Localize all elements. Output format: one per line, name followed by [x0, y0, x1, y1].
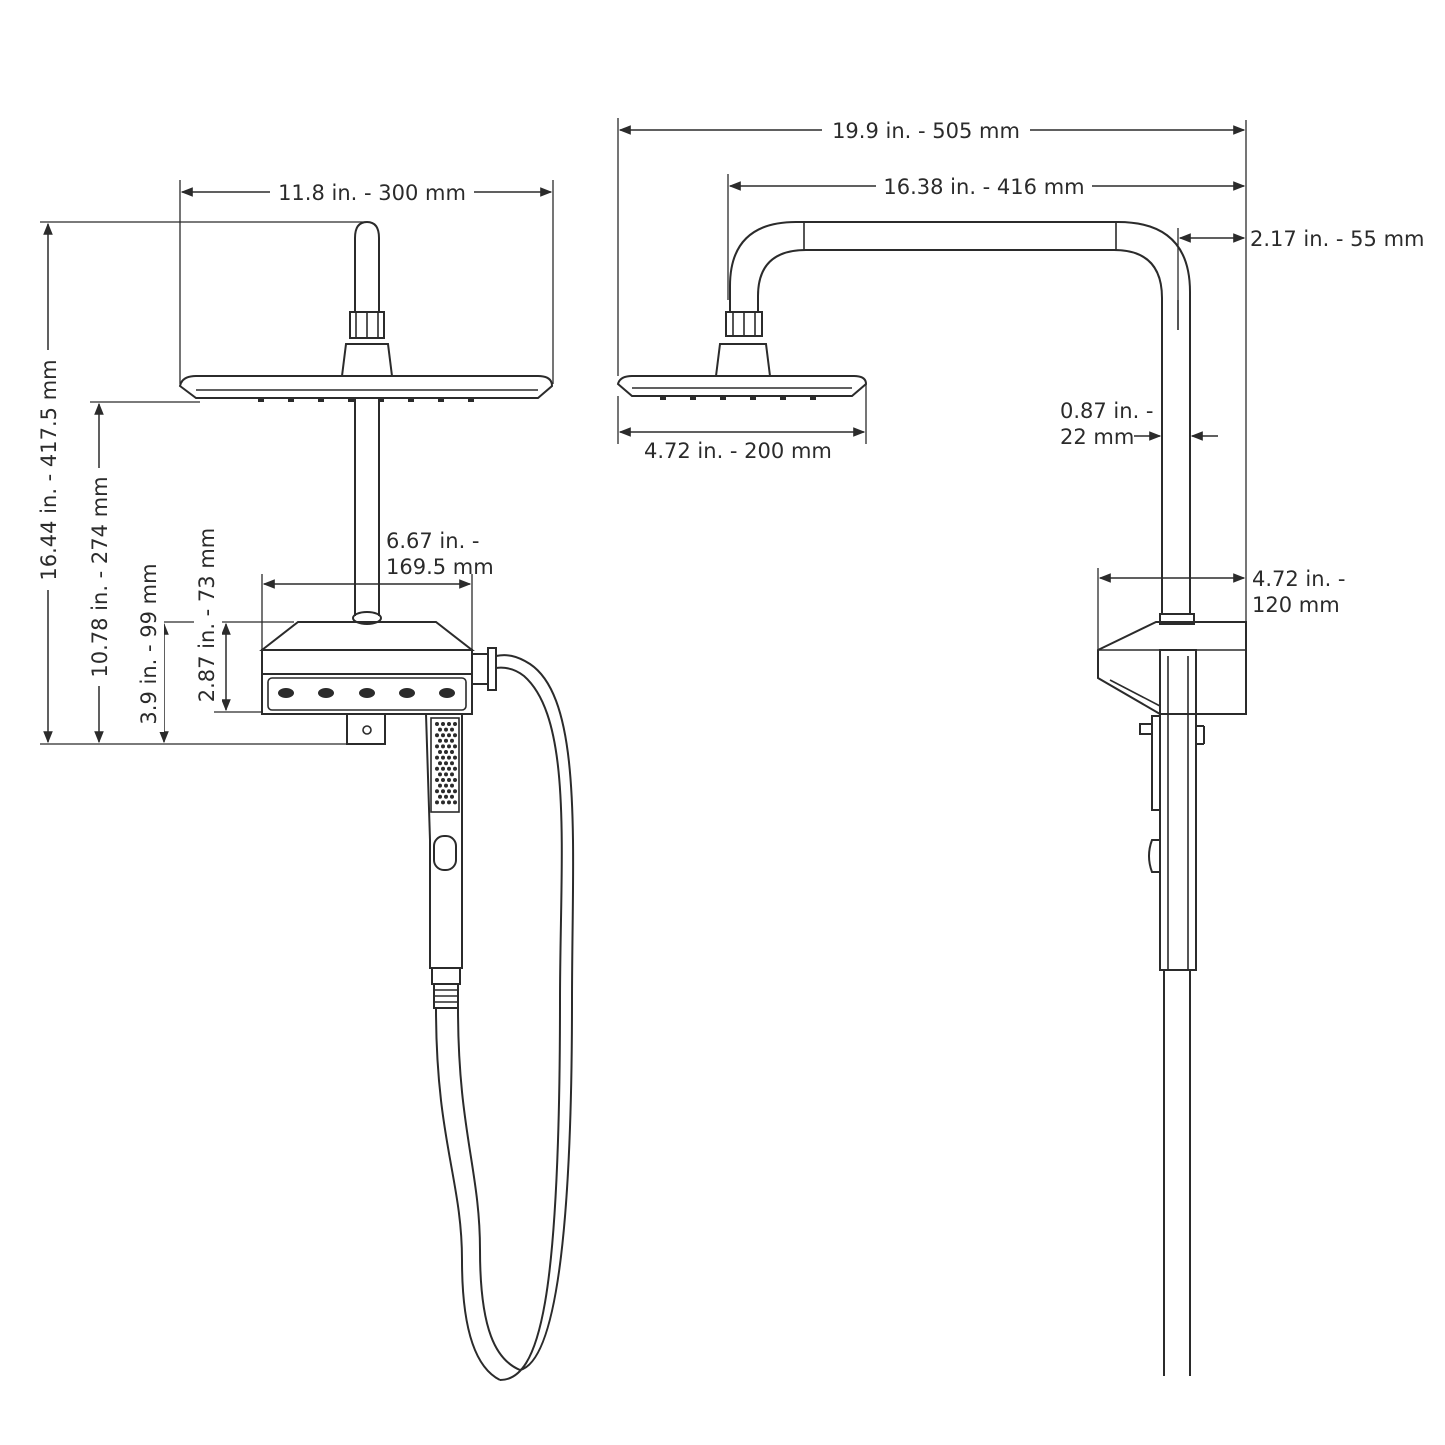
- front-riser-top: [354, 220, 380, 312]
- dim-side-arm-width: 16.38 in. - 416 mm: [883, 175, 1084, 199]
- hand-shower-nozzle: [444, 783, 448, 788]
- hand-shower-nozzle: [444, 794, 448, 799]
- dim-head-to-bottom: 10.78 in. - 274 mm: [88, 476, 112, 677]
- hand-shower-nozzle: [453, 800, 457, 805]
- hand-shower-nozzle: [444, 750, 448, 754]
- hand-shower-nozzle: [444, 738, 448, 743]
- hand-shower-nozzle: [441, 744, 445, 749]
- front-head-nozzles: [258, 398, 474, 402]
- hand-shower-nozzle: [438, 750, 442, 754]
- hand-shower-nozzle: [438, 794, 442, 799]
- side-head-nozzles: [660, 396, 816, 400]
- dim-side-head-width: 4.72 in. - 200 mm: [644, 439, 832, 463]
- dim-holder-body-height: 2.87 in. - 73 mm: [195, 528, 219, 703]
- side-hand-shower: [1159, 649, 1197, 971]
- hand-shower-nozzle: [438, 783, 442, 788]
- hand-shower-nozzle: [447, 800, 451, 805]
- hand-shower-nozzle: [435, 755, 439, 760]
- front-head-neck: [340, 343, 394, 377]
- front-hose-connector: [471, 653, 489, 685]
- hand-shower-button: [433, 835, 457, 871]
- hand-shower-nozzle: [450, 727, 454, 732]
- side-view: [616, 221, 1247, 1376]
- hand-shower-nozzle: [447, 755, 451, 760]
- hand-shower-nozzle: [447, 744, 451, 749]
- hand-shower-nozzle: [435, 733, 439, 738]
- hand-shower-nozzle: [435, 800, 439, 805]
- hand-shower-nozzle: [441, 766, 445, 771]
- dim-pipe-dia-1: 0.87 in. -: [1060, 399, 1154, 423]
- side-holder-body: [1097, 621, 1247, 715]
- hand-shower-nozzle: [435, 789, 439, 794]
- dim-holder-depth-2: 120 mm: [1252, 593, 1340, 617]
- hand-shower-nozzle: [453, 733, 457, 738]
- hand-shower-nozzle: [450, 738, 454, 743]
- side-arm: [729, 221, 1191, 614]
- hand-shower-nozzle: [441, 755, 445, 760]
- dim-wall-offset: 2.17 in. - 55 mm: [1250, 227, 1425, 251]
- hand-shower-nozzle: [438, 727, 442, 732]
- dim-holder-depth-1: 4.72 in. -: [1252, 567, 1346, 591]
- hand-shower-nozzle: [438, 761, 442, 766]
- front-view: [178, 220, 575, 1381]
- hand-shower-nozzle: [453, 789, 457, 794]
- dim-side-total-width: 19.9 in. - 505 mm: [832, 119, 1020, 143]
- hand-shower-nozzle: [450, 750, 454, 754]
- hand-shower-nozzle: [444, 772, 448, 777]
- dim-pipe-dia-2: 22 mm: [1060, 425, 1134, 449]
- hand-shower-nozzle: [444, 761, 448, 766]
- hand-shower-nozzle: [450, 772, 454, 777]
- hand-shower-nozzle: [441, 789, 445, 794]
- hand-shower-nozzle: [438, 738, 442, 743]
- hand-shower-nozzle: [450, 761, 454, 766]
- hand-shower-nozzle: [441, 722, 445, 726]
- front-shower-head: [178, 375, 554, 399]
- hand-shower-nozzle: [453, 744, 457, 749]
- front-hose: [435, 1007, 501, 1381]
- front-wall-bracket: [346, 713, 386, 745]
- hand-shower-nozzle: [441, 733, 445, 738]
- hand-shower-nozzle: [447, 789, 451, 794]
- hand-shower-nozzle: [450, 794, 454, 799]
- side-dimensions: 19.9 in. - 505 mm 16.38 in. - 416 mm 2.1…: [617, 116, 1425, 714]
- front-dimensions: 11.8 in. - 300 mm 16.44 in. - 417.5 mm 1…: [34, 178, 554, 745]
- dim-front-head-width: 11.8 in. - 300 mm: [278, 181, 466, 205]
- hand-shower-nozzle: [435, 722, 439, 726]
- hand-shower-nozzle: [435, 778, 439, 782]
- hand-shower-nozzle: [447, 733, 451, 738]
- hand-shower-nozzle: [441, 800, 445, 805]
- hand-shower-nozzle: [453, 778, 457, 782]
- hand-shower-nozzle: [453, 766, 457, 771]
- hand-shower-nozzle: [450, 783, 454, 788]
- front-holder-buttons: [278, 688, 455, 698]
- hand-shower-nozzle: [453, 722, 457, 726]
- side-holder-collar: [1159, 613, 1195, 625]
- dim-holder-width-1: 6.67 in. -: [386, 529, 480, 553]
- side-shower-head: [616, 375, 868, 397]
- hand-shower-nozzle: [435, 744, 439, 749]
- hand-shower-nozzle: [453, 755, 457, 760]
- dim-holder-width-2: 169.5 mm: [386, 555, 494, 579]
- hand-shower-nozzle: [444, 727, 448, 732]
- hand-shower-nozzle: [447, 766, 451, 771]
- hand-shower-nozzle: [438, 772, 442, 777]
- hand-shower-nozzles: [435, 722, 457, 805]
- hand-shower-nozzle: [441, 778, 445, 782]
- hand-shower-nozzle: [435, 766, 439, 771]
- dim-total-height: 16.44 in. - 417.5 mm: [37, 359, 61, 580]
- hand-shower-nozzle: [447, 778, 451, 782]
- hand-shower-nozzle: [447, 722, 451, 726]
- dim-holder-height: 3.9 in. - 99 mm: [137, 563, 161, 724]
- front-holder-body: [259, 621, 475, 651]
- side-head-neck: [714, 343, 772, 377]
